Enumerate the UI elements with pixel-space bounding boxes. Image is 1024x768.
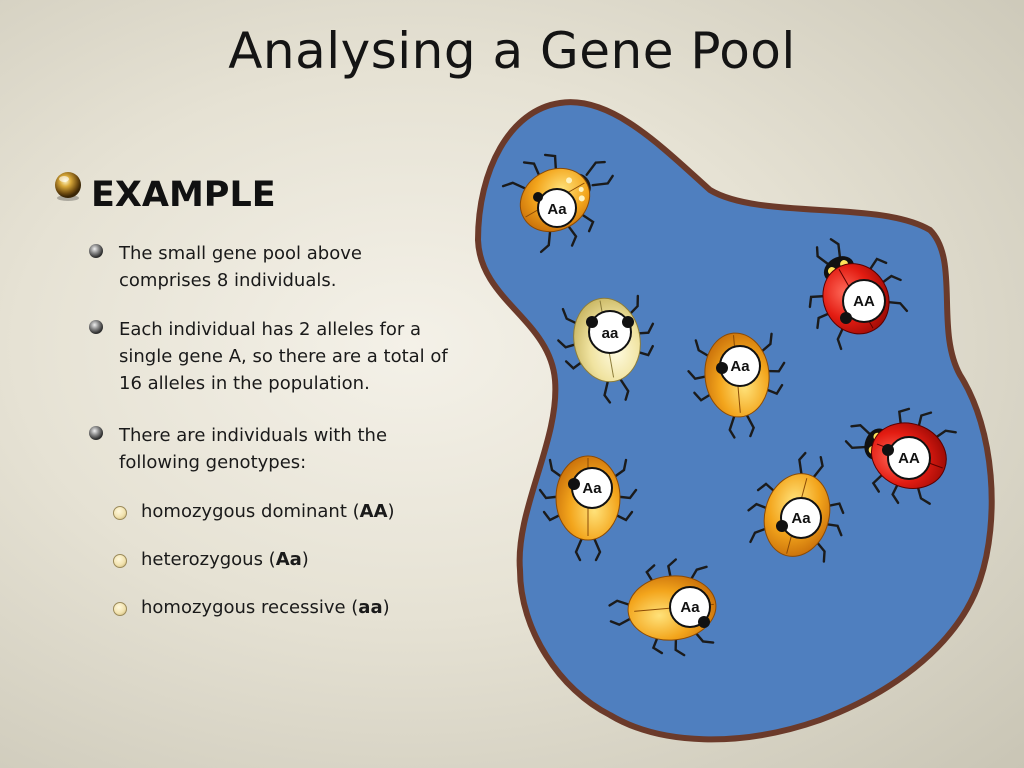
bullet-text-2: Each individual has 2 alleles for a sing… — [119, 319, 448, 394]
cream-circle-bullet-icon — [113, 554, 127, 568]
grey-orb-bullet-icon — [89, 320, 103, 334]
grey-orb-bullet-icon — [89, 426, 103, 440]
genotype-label: Aa — [730, 358, 750, 375]
genotype-disc — [842, 279, 886, 323]
genotype-label: Aa — [582, 480, 602, 497]
genotype-disc — [669, 586, 711, 628]
genotype-item-aa-recessive: homozygous recessive (aa) — [141, 597, 390, 618]
genotype-label: AA — [853, 293, 875, 310]
slide-title: Analysing a Gene Pool — [228, 22, 796, 80]
gene-pool-boundary — [474, 99, 995, 743]
genotype-disc — [537, 188, 577, 228]
genotype-disc — [588, 310, 632, 354]
gold-orb-bullet-icon — [55, 172, 81, 201]
example-heading: EXAMPLE — [91, 175, 276, 215]
genotype-disc — [887, 436, 931, 480]
genotype-label: Aa — [547, 201, 567, 218]
genotype-label: AA — [898, 450, 920, 467]
genotype-label: Aa — [791, 510, 811, 527]
cream-circle-bullet-icon — [113, 506, 127, 520]
grey-orb-bullet-icon — [89, 244, 103, 258]
genotype-label: Aa — [680, 599, 700, 616]
bullet-text-3: There are individuals with the following… — [119, 425, 388, 473]
genotype-item-aa-dominant: homozygous dominant (AA) — [141, 501, 395, 522]
genotype-label: aa — [602, 325, 619, 342]
cream-circle-bullet-icon — [113, 602, 127, 616]
genotype-disc — [780, 497, 822, 539]
bullet-text-1: The small gene pool above comprises 8 in… — [119, 243, 362, 291]
genotype-item-heterozygous: heterozygous (Aa) — [141, 549, 309, 570]
